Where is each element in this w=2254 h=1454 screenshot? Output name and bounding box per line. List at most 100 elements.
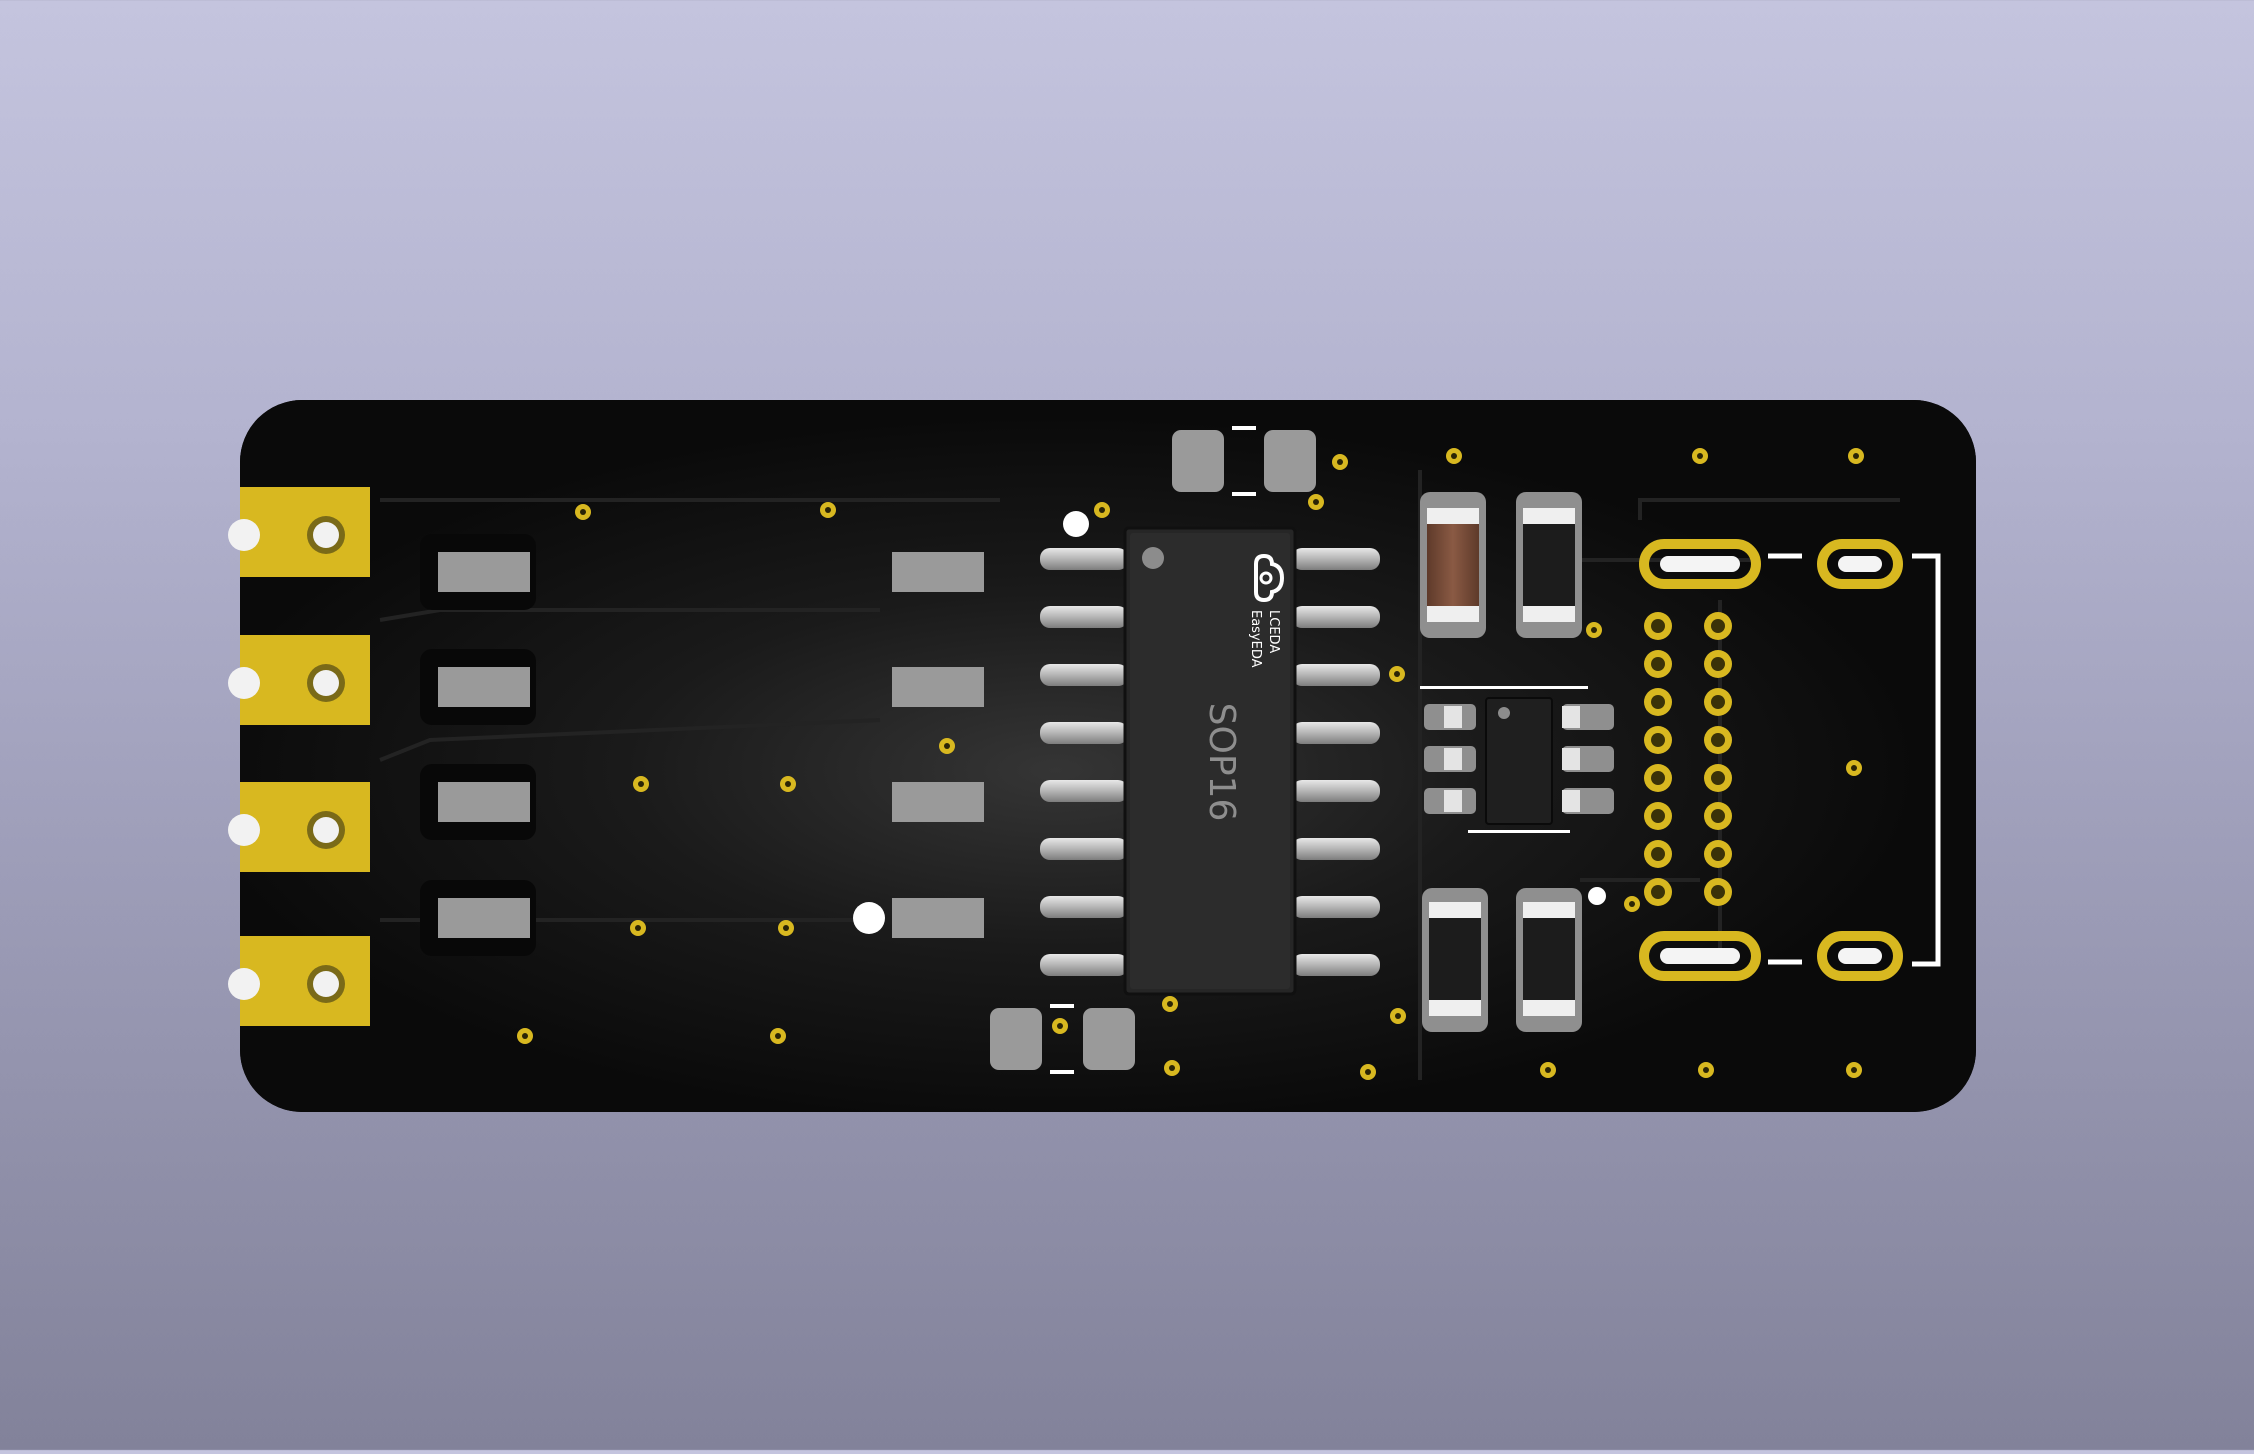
- silkscreen-dot: [853, 902, 885, 934]
- slot-bottom-right: [1817, 931, 1903, 981]
- smd-pad: [438, 898, 530, 938]
- via-hole: [1337, 459, 1343, 465]
- ic-pin-right: [1292, 954, 1380, 976]
- via-hole: [1851, 765, 1857, 771]
- via-hole: [1703, 1067, 1709, 1073]
- via-hole: [775, 1033, 781, 1039]
- via-hole: [1591, 627, 1597, 633]
- diode-bottom-right: [1516, 888, 1582, 1032]
- edge-pad-half-hole: [228, 814, 260, 846]
- diode-bottom-left: [1422, 888, 1488, 1032]
- via-hole: [522, 1033, 528, 1039]
- capacitor: [1420, 492, 1486, 638]
- ic-pin-right: [1292, 548, 1380, 570]
- header-pin-hole: [1651, 695, 1665, 709]
- header-pin-hole: [1651, 885, 1665, 899]
- smd-pad: [892, 552, 984, 592]
- edge-pad: [240, 487, 370, 577]
- ic-pins: [1040, 548, 1380, 976]
- via-hole: [1697, 453, 1703, 459]
- header-pin-hole: [1651, 733, 1665, 747]
- header-pin-hole: [1711, 809, 1725, 823]
- header-pin-hole: [1711, 771, 1725, 785]
- logo-text-easyeda: EasyEDA: [1248, 610, 1263, 668]
- silkscreen-dot: [1588, 887, 1606, 905]
- usb-silkscreen-outline: [1768, 553, 1941, 967]
- via-hole: [1451, 453, 1457, 459]
- header-pin-hole: [1651, 657, 1665, 671]
- ic-pin-left: [1040, 954, 1128, 976]
- ic-package-label: SOP16: [1201, 703, 1242, 822]
- ic-sop16[interactable]: SOP16 LCEDA EasyEDA: [1040, 526, 1380, 996]
- via-hole: [1394, 671, 1400, 677]
- sot-pin-right-lead: [1562, 790, 1580, 812]
- header-pin-hole: [1711, 885, 1725, 899]
- sot-pin-right-lead: [1562, 748, 1580, 770]
- ic-pin-left: [1040, 780, 1128, 802]
- header-pin-hole: [1711, 733, 1725, 747]
- edge-pad-hole: [313, 817, 339, 843]
- smd-pad: [892, 898, 984, 938]
- ic-pin-left: [1040, 548, 1128, 570]
- header-pins: [1644, 612, 1732, 906]
- smd-pad: [892, 667, 984, 707]
- edge-pad-half-hole: [228, 667, 260, 699]
- edge-pad: [240, 782, 370, 872]
- ic-pin-right: [1292, 606, 1380, 628]
- via-hole: [1629, 901, 1635, 907]
- pin1-marker: [1142, 547, 1164, 569]
- sot-pins: [1424, 704, 1614, 814]
- header-pin-hole: [1711, 847, 1725, 861]
- ic-pin-right: [1292, 722, 1380, 744]
- ic-sot23-6[interactable]: [1420, 686, 1614, 833]
- header-pin-hole: [1711, 619, 1725, 633]
- resistor-top: [1172, 426, 1316, 496]
- sot-pin-left-lead: [1444, 706, 1462, 728]
- edge-pad-hole: [313, 670, 339, 696]
- via-hole: [1099, 507, 1105, 513]
- edge-pad-group: [228, 487, 370, 1026]
- sot-pin-left-lead: [1444, 790, 1462, 812]
- ic-pin-right: [1292, 838, 1380, 860]
- header-pin-hole: [1651, 619, 1665, 633]
- ic-pin-left: [1040, 722, 1128, 744]
- header-pin-hole: [1651, 771, 1665, 785]
- edge-pad-half-hole: [228, 519, 260, 551]
- header-pin-hole: [1651, 847, 1665, 861]
- ic-pin-left: [1040, 664, 1128, 686]
- slot-bottom-left: [1639, 931, 1761, 981]
- diode-top: [1516, 492, 1582, 638]
- sot-pin-left-lead: [1444, 748, 1462, 770]
- smd-pad: [438, 552, 530, 592]
- smd-pad: [438, 667, 530, 707]
- via-hole: [944, 743, 950, 749]
- via-hole: [638, 781, 644, 787]
- edge-pad-half-hole: [228, 968, 260, 1000]
- via-hole: [1057, 1023, 1063, 1029]
- usb-c-connector[interactable]: [1639, 539, 1941, 981]
- via-hole: [1365, 1069, 1371, 1075]
- via-hole: [1395, 1013, 1401, 1019]
- ic-pin-right: [1292, 896, 1380, 918]
- slot-top-right: [1817, 539, 1903, 589]
- via-hole: [785, 781, 791, 787]
- header-pin-hole: [1711, 695, 1725, 709]
- ic-pin-right: [1292, 780, 1380, 802]
- via-hole: [1313, 499, 1319, 505]
- ic-pin-left: [1040, 838, 1128, 860]
- smd-pad: [438, 782, 530, 822]
- header-pin-hole: [1711, 657, 1725, 671]
- sot-pin-right-lead: [1562, 706, 1580, 728]
- edge-pad-hole: [313, 522, 339, 548]
- via-hole: [783, 925, 789, 931]
- via-hole: [635, 925, 641, 931]
- pin1-marker: [1498, 707, 1510, 719]
- via-hole: [1545, 1067, 1551, 1073]
- slot-top-left: [1639, 539, 1761, 589]
- silkscreen-dot: [1063, 511, 1089, 537]
- via-hole: [1169, 1065, 1175, 1071]
- via-hole: [825, 507, 831, 513]
- via-hole: [1853, 453, 1859, 459]
